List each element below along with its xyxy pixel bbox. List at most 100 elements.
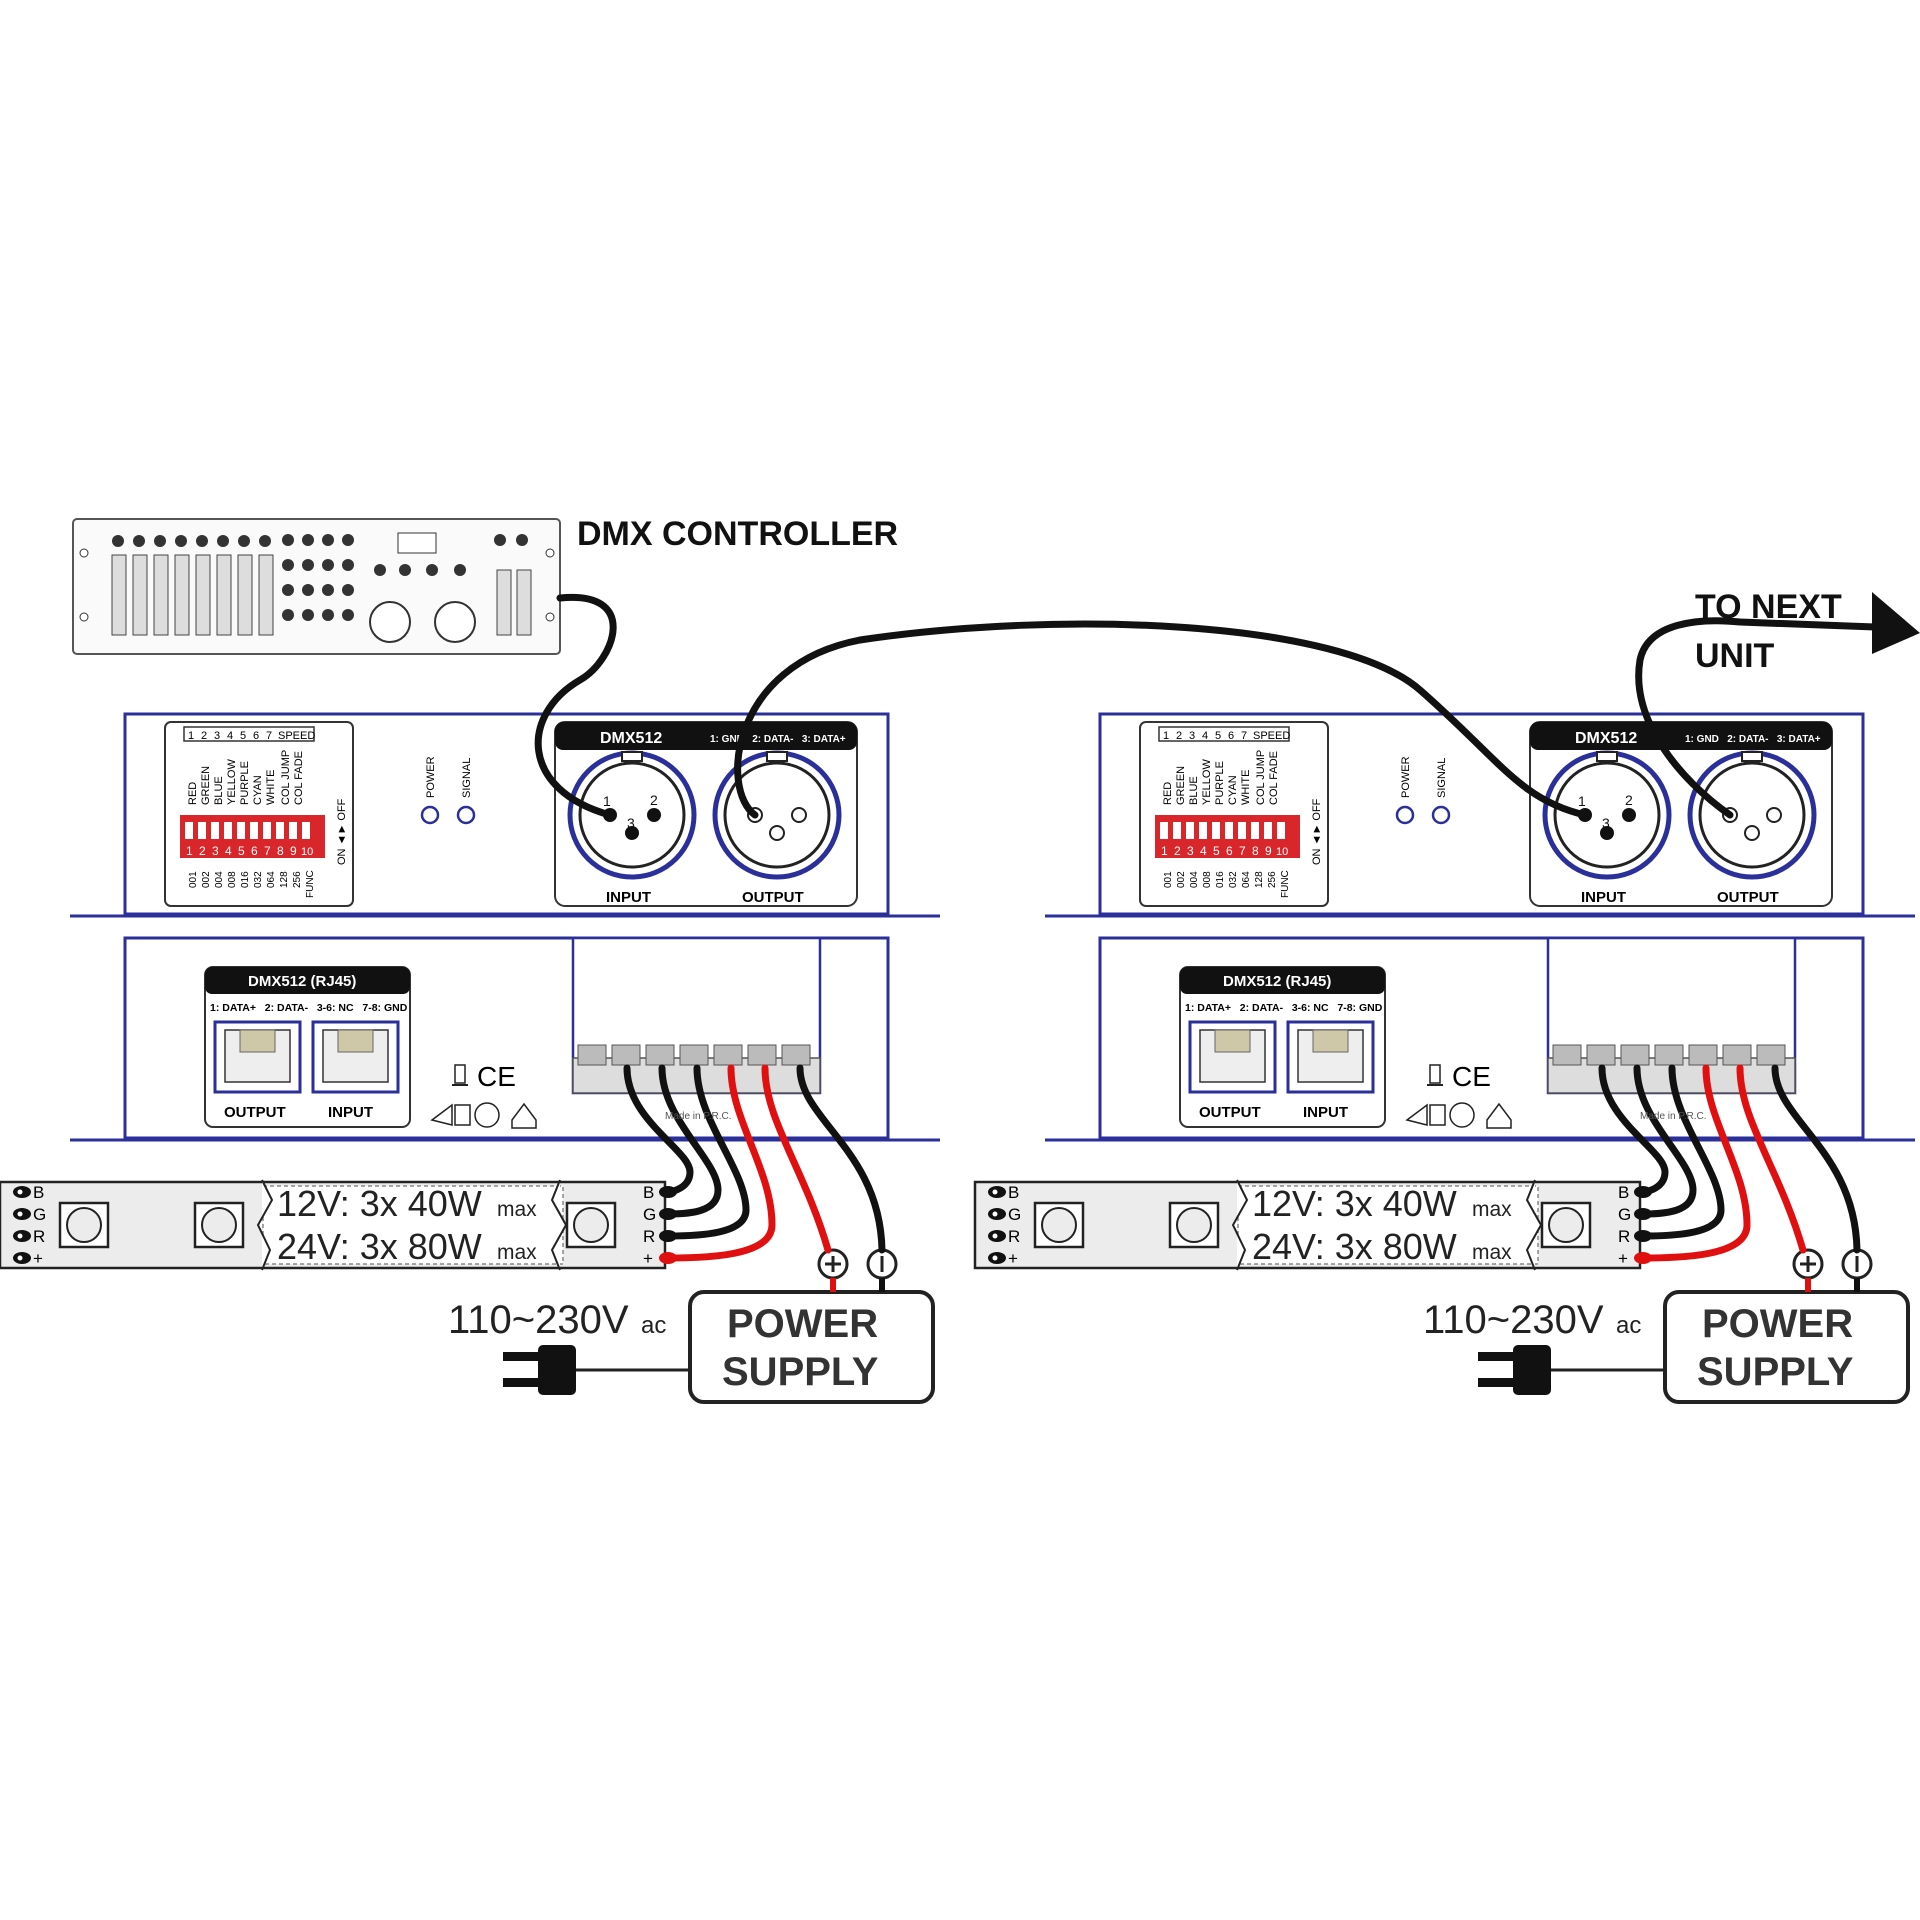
xlr-pin-2: 2 <box>1625 792 1633 808</box>
dip-value-002: 002 <box>201 871 212 888</box>
power-supply-line2: SUPPLY <box>722 1350 879 1394</box>
rj45-title: DMX512 (RJ45) <box>1223 973 1331 990</box>
dip-top-1: 1 <box>188 730 194 742</box>
unit-1-labels: 1 2 3 4 5 6 7 SPEED RED GREEN BLUE YELLO… <box>33 730 879 1394</box>
dip-value-func: FUNC <box>1280 870 1291 898</box>
dip-mode-fade: COL FADE <box>293 751 305 805</box>
dip-num-9: 9 <box>1265 844 1272 858</box>
dip-num-7: 7 <box>264 844 271 858</box>
dip-value-004: 004 <box>1189 871 1200 888</box>
strip-pin-right-r: R <box>643 1227 655 1246</box>
xlr-input-label: INPUT <box>606 889 651 906</box>
dip-num-8: 8 <box>1252 844 1259 858</box>
rj45-output-label: OUTPUT <box>1199 1104 1261 1121</box>
dip-color-purple: PURPLE <box>239 761 251 805</box>
strip-spec-24v-max: max <box>1472 1241 1512 1264</box>
dip-num-7: 7 <box>1239 844 1246 858</box>
power-supply-line1: POWER <box>727 1302 878 1346</box>
dip-top-7: 7 <box>1241 730 1247 742</box>
dip-value-016: 016 <box>240 871 251 888</box>
dip-top-4: 4 <box>1202 730 1208 742</box>
dip-value-064: 064 <box>266 871 277 888</box>
dip-top-1: 1 <box>1163 730 1169 742</box>
dip-top-7: 7 <box>266 730 272 742</box>
dip-color-green: GREEN <box>200 766 212 805</box>
controller-faders <box>111 554 532 636</box>
dip-value-004: 004 <box>214 871 225 888</box>
strip-pin-left-plus: + <box>1008 1249 1018 1268</box>
dip-value-256: 256 <box>1267 871 1278 888</box>
dip-value-064: 064 <box>1241 871 1252 888</box>
controller-display <box>397 532 437 554</box>
rj45-pin-legend: 1: DATA+ 2: DATA- 3-6: NC 7-8: GND <box>1185 1002 1383 1014</box>
dmx-cable-controller-to-unit1 <box>534 593 617 819</box>
xlr-output-label: OUTPUT <box>1717 889 1779 906</box>
dmx-cable-unit1-to-unit2 <box>734 620 1589 819</box>
strip-pin-left-b: B <box>33 1183 44 1202</box>
dip-color-white: WHITE <box>1240 770 1252 805</box>
xlr-output-label: OUTPUT <box>742 889 804 906</box>
mains-input-label: 110~230V <box>448 1298 629 1342</box>
controller-knob-right <box>434 601 476 643</box>
dip-value-128: 128 <box>1254 871 1265 888</box>
dip-num-2: 2 <box>199 844 206 858</box>
dip-num-1: 1 <box>1161 844 1168 858</box>
dip-value-032: 032 <box>1228 871 1239 888</box>
dip-top-4: 4 <box>227 730 233 742</box>
dip-top-3: 3 <box>1189 730 1195 742</box>
made-in-label: Made in P.R.C. <box>1640 1111 1707 1122</box>
dip-num-8: 8 <box>277 844 284 858</box>
ce-mark: CE <box>477 1061 516 1092</box>
strip-spec-12v-max: max <box>1472 1198 1512 1221</box>
strip-pin-left-r: R <box>33 1227 45 1246</box>
mains-input-label: 110~230V <box>1423 1298 1604 1342</box>
dip-on-off: ON ◄► OFF <box>1311 798 1323 865</box>
dip-value-256: 256 <box>292 871 303 888</box>
dip-mode-fade: COL FADE <box>1268 751 1280 805</box>
dip-top-3: 3 <box>214 730 220 742</box>
dip-value-002: 002 <box>1176 871 1187 888</box>
dip-num-4: 4 <box>1200 844 1207 858</box>
next-unit-label-line2: UNIT <box>1695 637 1775 675</box>
controller-knob-left <box>369 601 411 643</box>
dip-value-016: 016 <box>1215 871 1226 888</box>
xlr-pin-3: 3 <box>1602 815 1610 831</box>
dmx-decoder-unit-1: 1 2 3 4 5 6 7 SPEED RED GREEN BLUE YELLO… <box>0 714 940 1402</box>
strip-pin-right-b: B <box>643 1183 654 1202</box>
dip-value-008: 008 <box>1202 871 1213 888</box>
dip-num-1: 1 <box>186 844 193 858</box>
dip-mode-jump: COL JUMP <box>280 750 292 805</box>
dip-value-008: 008 <box>227 871 238 888</box>
power-supply-line1: POWER <box>1702 1302 1853 1346</box>
strip-spec-12v: 12V: 3x 40W <box>277 1183 482 1224</box>
dip-color-red: RED <box>1162 782 1174 805</box>
dip-top-5: 5 <box>1215 730 1221 742</box>
strip-spec-12v-max: max <box>497 1198 537 1221</box>
strip-pin-left-g: G <box>33 1205 46 1224</box>
strip-pin-right-plus: + <box>1618 1249 1628 1268</box>
dip-speed: SPEED <box>278 730 315 742</box>
dip-top-6: 6 <box>253 730 259 742</box>
dip-color-white: WHITE <box>265 770 277 805</box>
signal-led-label: SIGNAL <box>461 758 473 798</box>
strip-spec-24v-max: max <box>497 1241 537 1264</box>
xlr-pin-1: 1 <box>1578 793 1586 809</box>
dip-top-2: 2 <box>201 730 207 742</box>
signal-led-label: SIGNAL <box>1436 758 1448 798</box>
dip-color-green: GREEN <box>1175 766 1187 805</box>
dip-value-001: 001 <box>188 871 199 888</box>
made-in-label: Made in P.R.C. <box>665 1111 732 1122</box>
strip-pin-right-b: B <box>1618 1183 1629 1202</box>
power-led-label: POWER <box>1400 756 1412 798</box>
rj45-input-label: INPUT <box>1303 1104 1348 1121</box>
xlr-pin-1: 1 <box>603 793 611 809</box>
xlr-title: DMX512 <box>1575 730 1637 747</box>
dip-num-2: 2 <box>1174 844 1181 858</box>
dip-num-5: 5 <box>1213 844 1220 858</box>
xlr-pin-3: 3 <box>627 815 635 831</box>
power-led-label: POWER <box>425 756 437 798</box>
strip-pin-left-b: B <box>1008 1183 1019 1202</box>
dip-speed: SPEED <box>1253 730 1290 742</box>
dip-value-128: 128 <box>279 871 290 888</box>
dip-color-cyan: CYAN <box>1227 775 1239 805</box>
